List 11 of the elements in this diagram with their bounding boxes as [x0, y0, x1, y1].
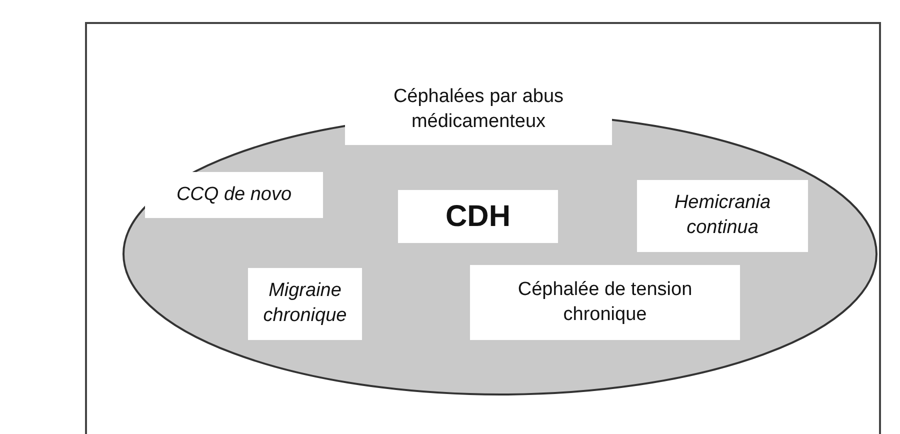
label-box — [145, 172, 323, 218]
label-box — [398, 190, 558, 243]
label-text: Hemicrania continua — [673, 191, 772, 240]
label-text: Céphalée de tension chronique — [516, 278, 694, 326]
label-box — [470, 265, 740, 340]
label-text: CCQ de novo — [176, 182, 292, 207]
label-text: Migraine chronique — [262, 279, 348, 328]
label-text: CDH — [446, 199, 510, 235]
label-box — [637, 180, 808, 252]
label-text: Céphalées par abus médicamenteux — [392, 85, 565, 134]
label-box — [248, 268, 362, 340]
